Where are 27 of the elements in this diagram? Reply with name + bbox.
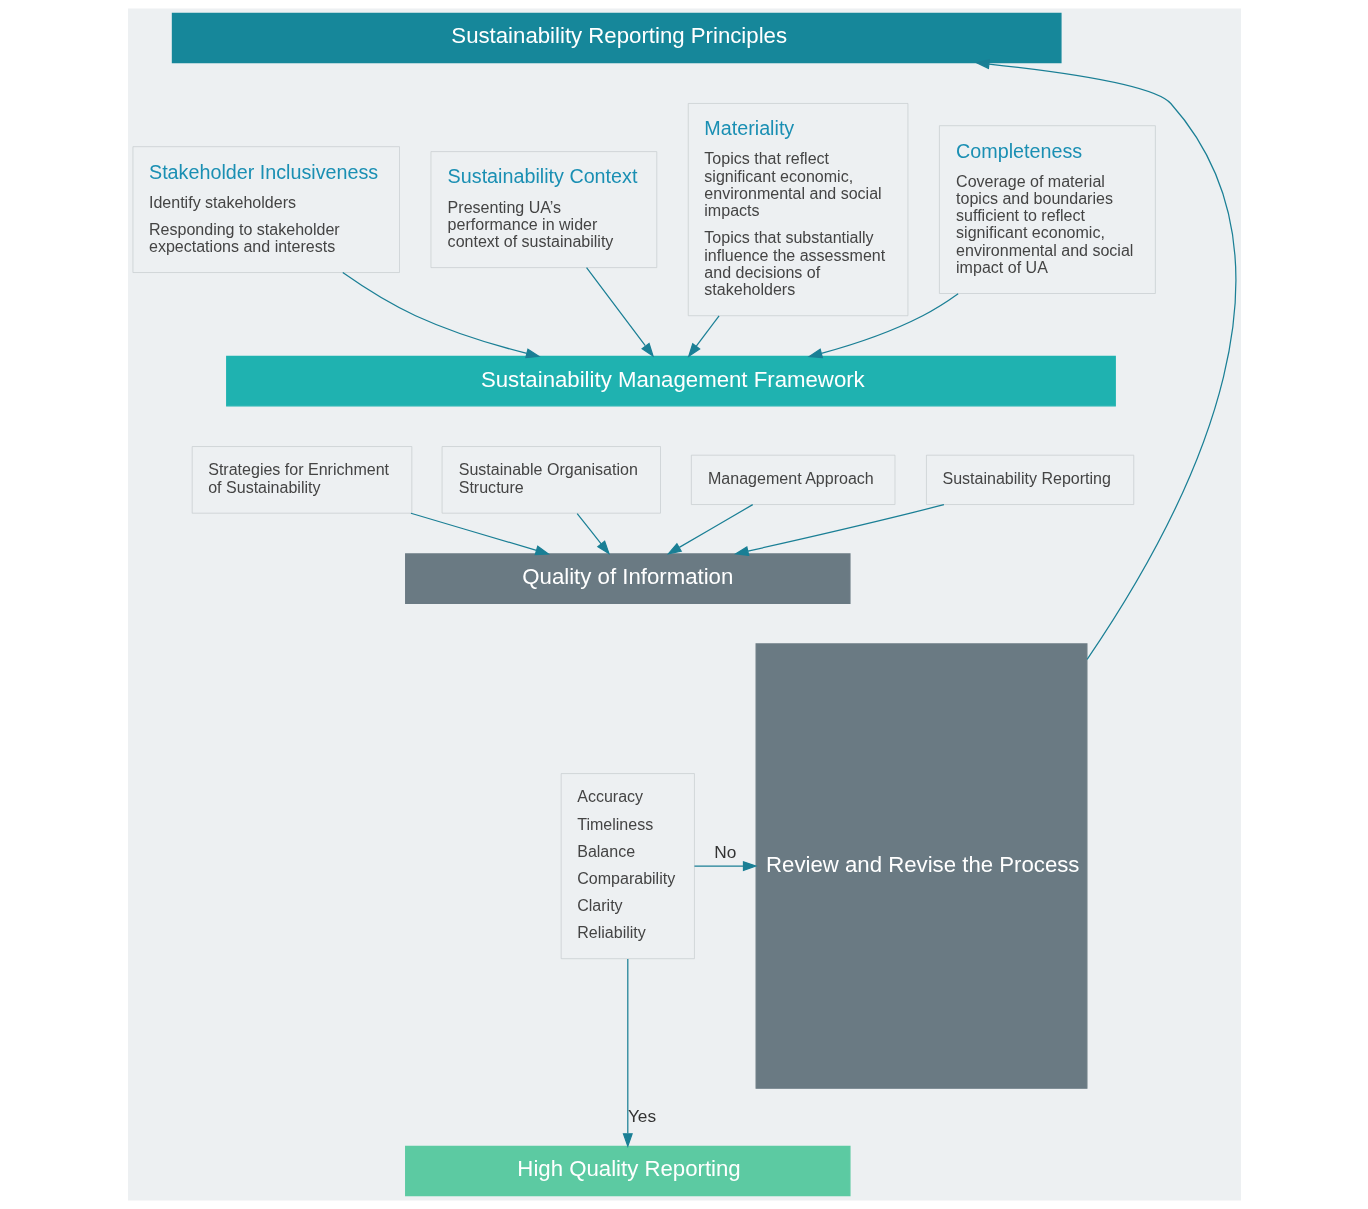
node-box: Strategies for Enrichment of Sustainability	[191, 446, 412, 514]
arrow	[693, 860, 758, 872]
node-box: Sustainability Reporting Principles	[171, 12, 1062, 64]
node-box: Quality of Information	[404, 553, 851, 604]
arrow	[409, 512, 550, 556]
node-box: Management Approach	[690, 454, 895, 505]
arrow	[666, 504, 753, 555]
node-box: Accuracy Timeliness Balance Comparability Clarity Reliability	[560, 773, 695, 960]
node-box: Stakeholder Inclusiveness Identify stakeholders Responding to stakeholder expectations and interests	[132, 146, 400, 273]
arrow	[974, 58, 1236, 660]
arrow	[733, 504, 945, 557]
node-box: Sustainability Reporting	[925, 454, 1134, 505]
arrow	[576, 513, 610, 556]
arrow	[687, 315, 720, 358]
node-box: Sustainability Management Framework	[225, 355, 1116, 407]
arrow	[585, 267, 654, 358]
node-box: Materiality Topics that reflect significant economic, environmental and social impacts Topics that substantially influence the assessment and decisions of stakeholders	[687, 103, 908, 317]
node-box: Completeness Coverage of material topics and boundaries sufficient to reflect significant economic, environmental and social impact of UA	[938, 125, 1156, 294]
arrow	[807, 293, 959, 359]
edge-label: Yes	[627, 1105, 656, 1126]
node-box: Review and Revise the Process	[755, 643, 1087, 1089]
node-box: Sustainability Context Presenting UA’s performance in wider context of sustainability	[430, 151, 657, 268]
node-box: Sustainable Organisation Structure	[441, 446, 661, 514]
edge-label: No	[713, 841, 736, 862]
node-box: High Quality Reporting	[404, 1145, 851, 1197]
arrow	[622, 958, 633, 1149]
arrow	[341, 272, 541, 359]
